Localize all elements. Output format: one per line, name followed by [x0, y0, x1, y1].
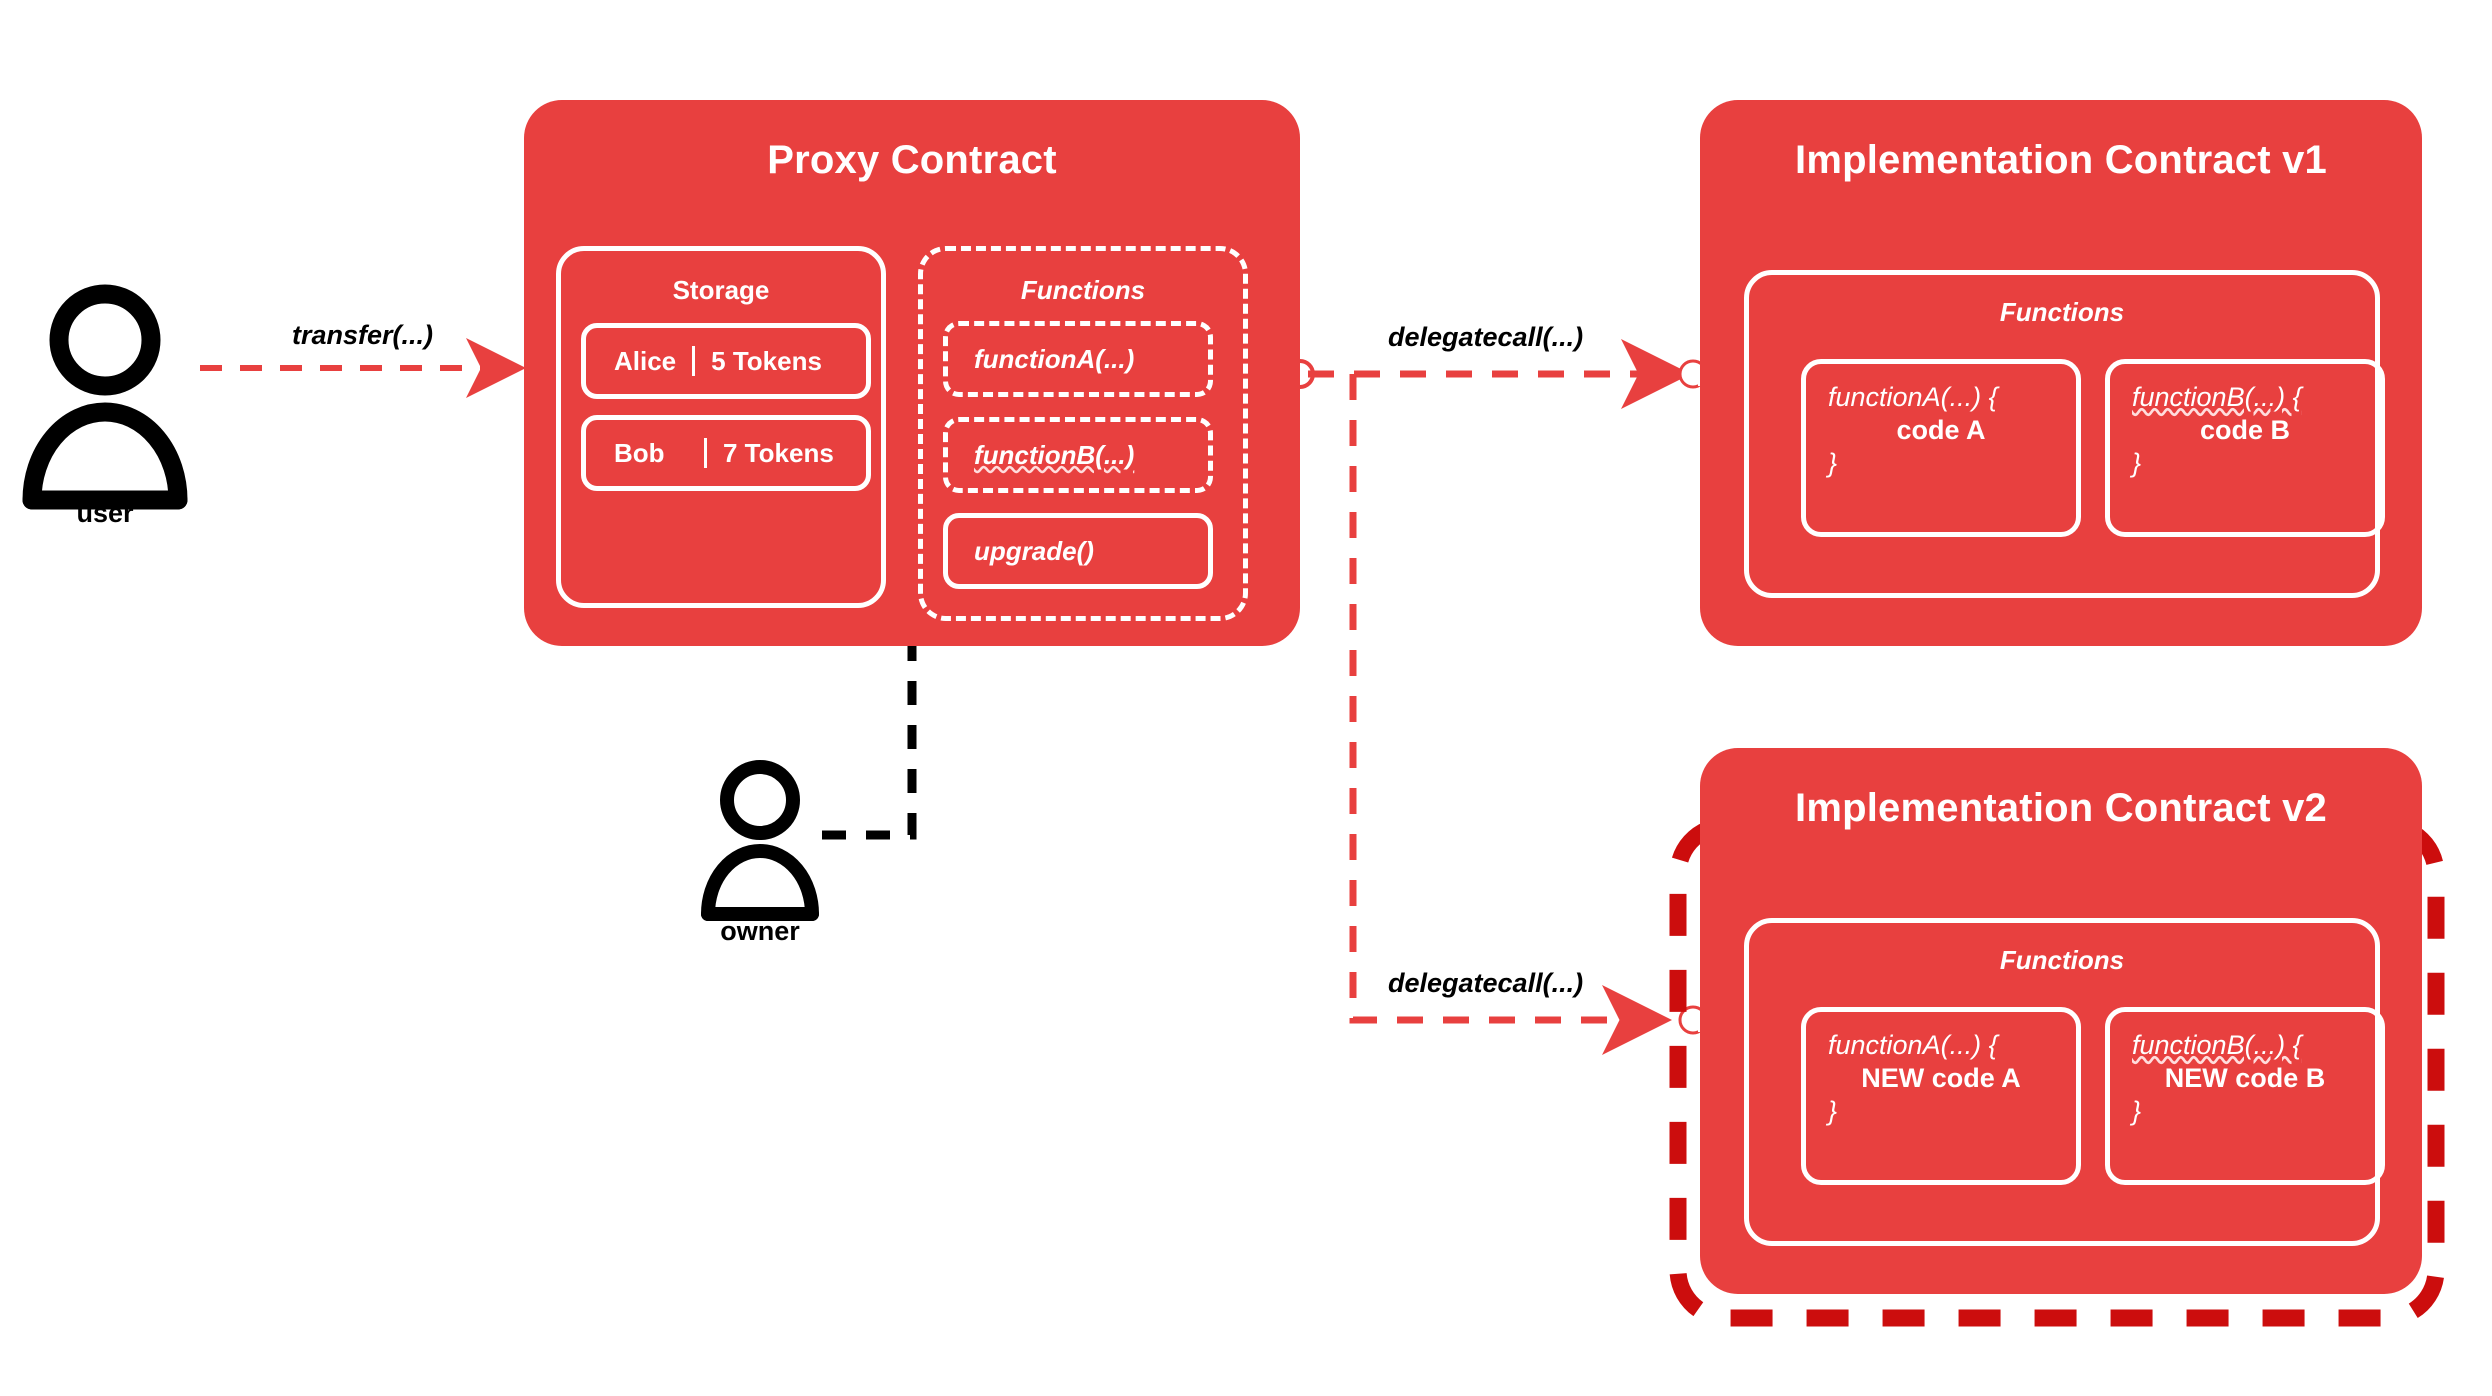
edge-delegatecall-v2 — [1349, 374, 1672, 1055]
implementation-contract-v2-card[interactable]: Implementation Contract v2 Functions fun… — [1700, 748, 2422, 1294]
v1-functions-panel: Functions functionA(...) { code A } func… — [1744, 270, 2385, 598]
storage-row-alice[interactable]: Alice 5 Tokens — [581, 323, 871, 399]
edge-label-delegatecall-v1: delegatecall(...) — [1388, 322, 1584, 352]
edge-label-transfer: transfer(...) — [292, 320, 434, 350]
storage-row-separator — [704, 438, 707, 468]
proxy-function-upgrade-label: upgrade() — [974, 535, 1094, 566]
implementation-contract-v1-card[interactable]: Implementation Contract v1 Functions fun… — [1700, 100, 2422, 646]
proxy-contract-title: Proxy Contract — [767, 138, 1057, 182]
v1-codebox-functionB[interactable]: functionB(...) { code B } — [2105, 359, 2385, 537]
storage-key-bob: Bob — [614, 437, 665, 468]
edge-label-delegatecall-v2: delegatecall(...) — [1388, 968, 1584, 998]
implementation-contract-v1-title: Implementation Contract v1 — [1795, 138, 2327, 182]
v1-functionB-signature: functionB(...) { — [2132, 382, 2302, 412]
storage-row-separator — [692, 346, 696, 376]
v2-functionA-signature: functionA(...) { — [1828, 1030, 1998, 1060]
v2-functionA-body: NEW code A — [1861, 1063, 2021, 1093]
owner-icon — [701, 760, 819, 921]
proxy-function-functionA-label: functionA(...) — [974, 343, 1135, 374]
proxy-function-functionA[interactable]: functionA(...) — [943, 321, 1213, 397]
v2-functionB-body: NEW code B — [2164, 1063, 2326, 1093]
owner-label: owner — [720, 916, 800, 946]
v1-codebox-functionA[interactable]: functionA(...) { code A } — [1801, 359, 2081, 537]
implementation-contract-v2-title: Implementation Contract v2 — [1795, 786, 2327, 830]
v1-functionA-close: } — [1828, 448, 1838, 478]
v2-functions-title: Functions — [1999, 945, 2125, 975]
actor-user: user — [20, 490, 190, 529]
proxy-functions-panel: Functions functionA(...) functionB(...) … — [918, 246, 1248, 621]
v2-functionB-close: } — [2132, 1096, 2142, 1126]
user-icon — [22, 284, 188, 510]
storage-row-bob[interactable]: Bob 7 Tokens — [581, 415, 871, 491]
v2-codebox-functionA[interactable]: functionA(...) { NEW code A } — [1801, 1007, 2081, 1185]
storage-value-bob: 7 Tokens — [723, 437, 834, 468]
v1-functionA-body: code A — [1896, 415, 1986, 445]
v2-codebox-functionB[interactable]: functionB(...) { NEW code B } — [2105, 1007, 2385, 1185]
storage-key-alice: Alice — [614, 345, 677, 376]
v1-functions-title: Functions — [1999, 297, 2125, 327]
proxy-function-functionB[interactable]: functionB(...) — [943, 417, 1213, 493]
storage-value-alice: 5 Tokens — [711, 345, 822, 376]
v2-functionB-signature: functionB(...) { — [2132, 1030, 2302, 1060]
proxy-contract-card[interactable]: Proxy Contract Storage Alice 5 Tokens Bo… — [524, 100, 1300, 646]
proxy-function-upgrade[interactable]: upgrade() — [943, 513, 1213, 589]
user-label: user — [76, 498, 134, 528]
v1-functionA-signature: functionA(...) { — [1828, 382, 1998, 412]
proxy-storage-title: Storage — [672, 275, 770, 305]
actor-owner: owner — [700, 908, 820, 947]
v2-functions-panel: Functions functionA(...) { NEW code A } … — [1744, 918, 2385, 1246]
proxy-functions-title: Functions — [1020, 275, 1146, 305]
v1-functionB-body: code B — [2199, 415, 2291, 445]
v1-functionB-close: } — [2132, 448, 2142, 478]
v2-functionA-close: } — [1828, 1096, 1838, 1126]
proxy-function-functionB-label: functionB(...) — [974, 439, 1135, 470]
proxy-storage-panel: Storage Alice 5 Tokens Bob 7 Tokens — [556, 246, 886, 608]
